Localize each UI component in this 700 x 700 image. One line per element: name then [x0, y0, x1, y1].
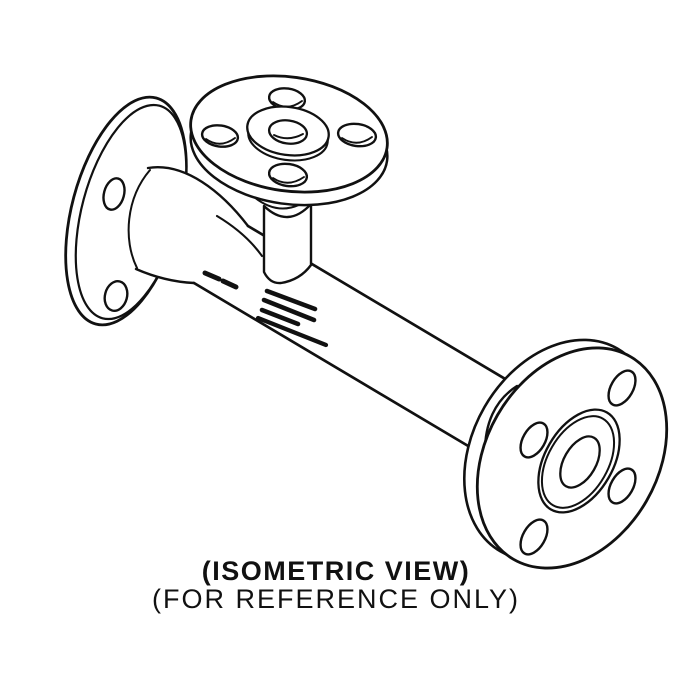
- top-flange-bolt-hole-s-depth: [272, 176, 305, 184]
- right-flange-bolt-hole-top: [607, 369, 637, 407]
- right-flange-bolt-hole-left: [519, 421, 549, 459]
- right-flange-bore: [559, 435, 601, 489]
- top-flange-bolt-hole-e-depth: [341, 136, 373, 144]
- right-flange-bolt-hole-right: [607, 467, 637, 505]
- right-flange-bolt-hole-bottom: [519, 518, 549, 556]
- pipe-bottom-edge: [192, 281, 487, 458]
- caption: (ISOMETRIC VIEW) (FOR REFERENCE ONLY): [0, 557, 700, 614]
- top-flange-bolt-hole-w-depth: [205, 137, 236, 145]
- top-flange: [189, 74, 389, 210]
- cone-bottom-edge: [134, 267, 196, 285]
- cone-transition-line: [215, 214, 264, 258]
- branch-neck: [262, 202, 313, 285]
- right-flange: [462, 338, 669, 570]
- left-flange-bolt-hole-lower: [103, 280, 129, 312]
- pipe-marking-text: [202, 270, 329, 348]
- cone-left-arc: [127, 169, 151, 269]
- left-hub-cone-edges: [127, 166, 264, 285]
- top-flange-bore-depth: [273, 133, 304, 140]
- caption-title: (ISOMETRIC VIEW): [201, 556, 471, 586]
- cone-top-edge: [146, 166, 250, 228]
- main-pipe-body: [194, 227, 520, 458]
- left-flange-bolt-hole-upper: [102, 177, 126, 211]
- caption-subtitle: (FOR REFERENCE ONLY): [151, 584, 521, 615]
